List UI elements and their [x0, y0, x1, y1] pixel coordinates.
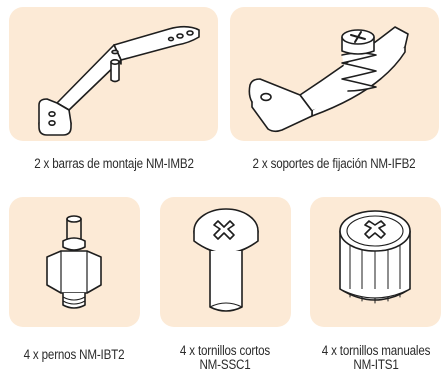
fixing-bracket-icon: [248, 26, 409, 133]
item-caption-thumb-screws-line1: 4 x tornillos manuales: [321, 343, 431, 358]
item-caption-mounting-bars: 2 x barras de montaje NM-IMB2: [34, 156, 194, 171]
item-caption-thumb-screws: 4 x tornillos manuales NM-ITS1: [307, 344, 445, 372]
short-screw-icon: [193, 208, 259, 312]
item-card-mounting-bars: [9, 7, 218, 141]
bolt-icon: [46, 215, 102, 309]
item-card-short-screws: [160, 197, 291, 327]
item-caption-short-screws-line1: 4 x tornillos cortos: [179, 343, 271, 358]
item-caption-short-screws: 4 x tornillos cortos NM-SSC1: [161, 344, 290, 372]
item-caption-short-screws-line2: NM-SSC1: [199, 357, 251, 372]
item-card-thumb-screws: [310, 197, 441, 327]
item-caption-fixing-brackets: 2 x soportes de fijación NM-IFB2: [252, 156, 416, 171]
item-caption-thumb-screws-line2: NM-ITS1: [353, 357, 399, 372]
thumb-screw-icon: [339, 210, 411, 304]
item-card-fixing-brackets: [230, 7, 439, 141]
item-caption-bolts: 4 x pernos NM-IBT2: [23, 347, 125, 362]
mounting-bar-icon: [38, 25, 200, 136]
item-card-bolts: [9, 197, 140, 327]
